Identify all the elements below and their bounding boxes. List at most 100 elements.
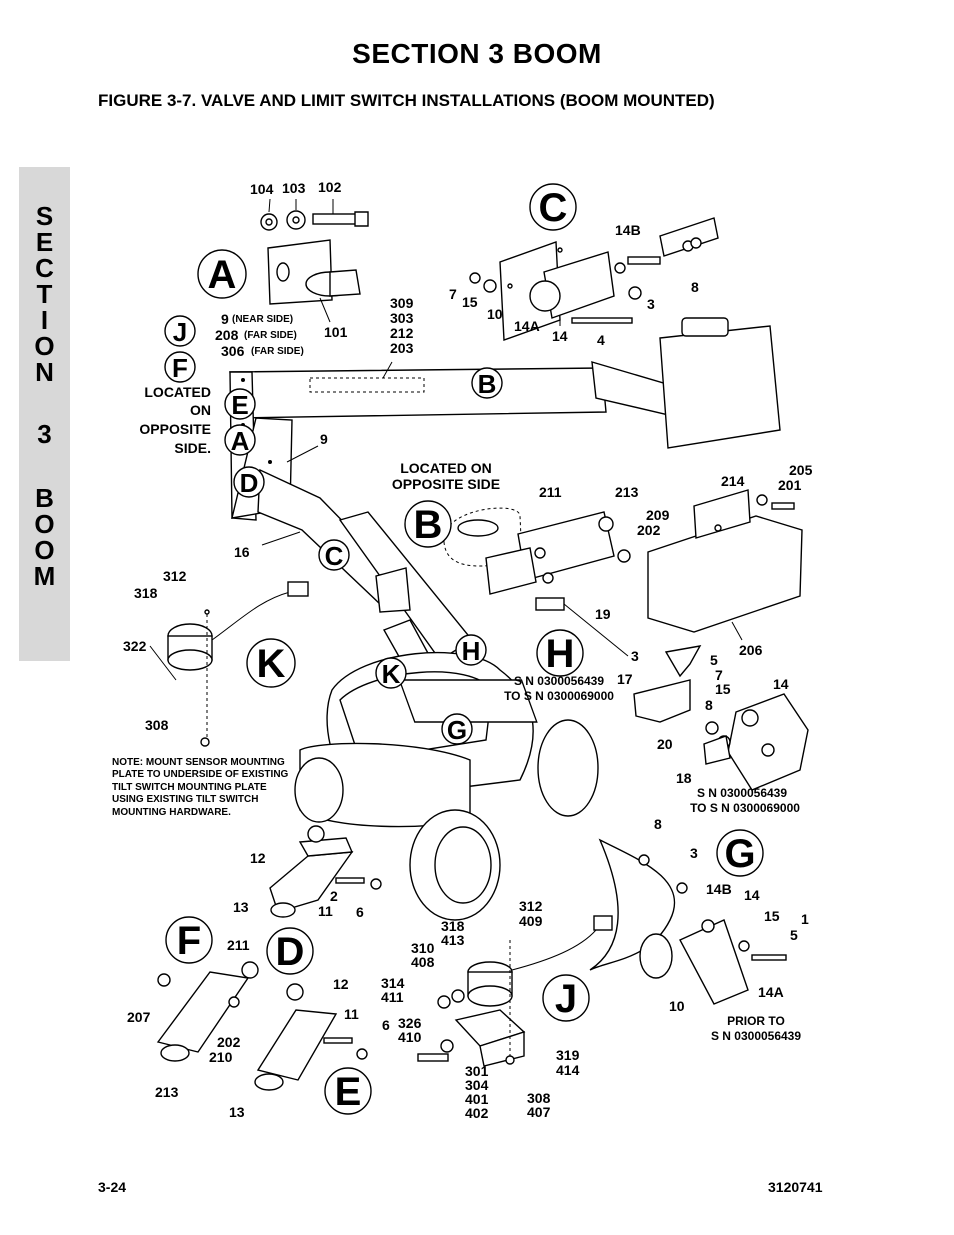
- note-text: TILT SWITCH MOUNTING PLATE: [112, 782, 267, 793]
- serial-range: S N 0300056439: [697, 786, 787, 800]
- part-label: 312: [163, 568, 187, 584]
- callout-d-large: D: [266, 927, 314, 975]
- side-tab-letter: 3: [37, 419, 52, 449]
- part-label: 14: [744, 887, 760, 903]
- callout-a-large: A: [197, 249, 247, 299]
- callout-letter: K: [382, 659, 401, 689]
- part-label: 319: [556, 1047, 580, 1063]
- part-label: 210: [209, 1049, 233, 1065]
- part-label: 14: [773, 676, 789, 692]
- part-label: 9: [320, 431, 328, 447]
- part-label: 10: [487, 306, 503, 322]
- part-label: 208: [215, 327, 239, 343]
- side-note: (FAR SIDE): [251, 346, 304, 357]
- part-label: 211: [227, 937, 250, 953]
- part-label: 304: [465, 1077, 489, 1093]
- detail-a-valve: [260, 198, 369, 323]
- part-label: 6: [356, 904, 364, 920]
- serial-range: S N 0300056439: [514, 674, 604, 688]
- part-label: 301: [465, 1063, 489, 1079]
- side-tab-letter: T: [36, 279, 53, 309]
- part-label: 7: [715, 667, 723, 683]
- part-label: 209: [646, 507, 670, 523]
- callout-letter: E: [335, 1070, 362, 1114]
- part-label: 104: [250, 181, 274, 197]
- part-label: 5: [790, 927, 798, 943]
- part-label: 413: [441, 932, 465, 948]
- part-label: 318: [441, 918, 465, 934]
- callout-c-small: C: [318, 539, 350, 571]
- part-label: 322: [123, 638, 147, 654]
- part-label: 214: [721, 473, 745, 489]
- part-label: 312: [519, 898, 543, 914]
- part-label: 308: [145, 717, 169, 733]
- section-side-tab: S E C T I O N 3 B O O M: [19, 167, 70, 661]
- part-label: 16: [234, 544, 250, 560]
- located-text: LOCATED: [144, 384, 211, 400]
- part-label: 14: [552, 328, 568, 344]
- callout-e-small: E: [224, 388, 256, 420]
- side-tab-letter: O: [34, 535, 55, 565]
- side-tab-letter: M: [33, 561, 56, 591]
- callout-e-large: E: [324, 1067, 372, 1115]
- callout-k-large: K: [246, 638, 296, 688]
- callout-letter: F: [177, 919, 201, 963]
- detail-e-limit-switch: [254, 983, 368, 1091]
- located-text: SIDE.: [174, 440, 211, 456]
- side-tab-letter: E: [35, 227, 54, 257]
- part-label: 15: [462, 294, 478, 310]
- located-text: OPPOSITE SIDE: [392, 476, 500, 492]
- part-label: 314: [381, 975, 405, 991]
- part-label: 3: [690, 845, 698, 861]
- part-label: 206: [739, 642, 763, 658]
- callout-g-large: G: [716, 829, 764, 877]
- callout-j-small: J: [164, 315, 196, 347]
- cover-206: [647, 489, 803, 641]
- part-label: 414: [556, 1062, 580, 1078]
- note-text: PLATE TO UNDERSIDE OF EXISTING: [112, 769, 289, 780]
- part-label: 17: [617, 671, 633, 687]
- part-label: 8: [691, 279, 699, 295]
- part-label: 4: [597, 332, 605, 348]
- part-label: 13: [233, 899, 249, 915]
- callout-letter: H: [462, 636, 481, 666]
- callout-letter: H: [546, 632, 575, 676]
- callout-letter: F: [172, 353, 188, 383]
- side-tab-letter: N: [35, 357, 54, 387]
- side-note: (NEAR SIDE): [232, 314, 293, 325]
- part-label: 401: [465, 1091, 489, 1107]
- part-label: 8: [705, 697, 713, 713]
- part-label: 211: [539, 484, 562, 500]
- callout-letter: B: [414, 503, 443, 547]
- located-text: ON: [190, 402, 211, 418]
- part-label: 20: [657, 736, 673, 752]
- serial-range: TO S N 0300069000: [690, 801, 800, 815]
- page-number: 3-24: [98, 1179, 127, 1195]
- callout-c-large: C: [529, 183, 577, 231]
- serial-range: PRIOR TO: [727, 1014, 785, 1028]
- part-label: 306: [221, 343, 245, 359]
- part-label: 409: [519, 913, 543, 929]
- side-tab-letter: S: [35, 201, 54, 231]
- part-label: 207: [127, 1009, 151, 1025]
- callout-f-large: F: [165, 916, 213, 964]
- note-text: MOUNTING HARDWARE.: [112, 807, 231, 818]
- side-tab-letter: O: [34, 509, 55, 539]
- serial-range: TO S N 0300069000: [504, 689, 614, 703]
- part-label: 213: [155, 1084, 179, 1100]
- part-label: 202: [217, 1034, 241, 1050]
- detail-b-limit-switch: [443, 507, 631, 657]
- part-label: 326: [398, 1015, 422, 1031]
- part-label: 13: [229, 1104, 245, 1120]
- part-label: 10: [669, 998, 685, 1014]
- part-label: 14B: [615, 222, 641, 238]
- part-label: 402: [465, 1105, 489, 1121]
- callout-g-small: G: [441, 713, 473, 745]
- callout-letter: A: [208, 253, 237, 297]
- part-label: 5: [710, 652, 718, 668]
- callout-letter: G: [447, 715, 467, 745]
- part-label: 410: [398, 1029, 422, 1045]
- callout-letter: G: [724, 832, 755, 876]
- part-label: 408: [411, 954, 435, 970]
